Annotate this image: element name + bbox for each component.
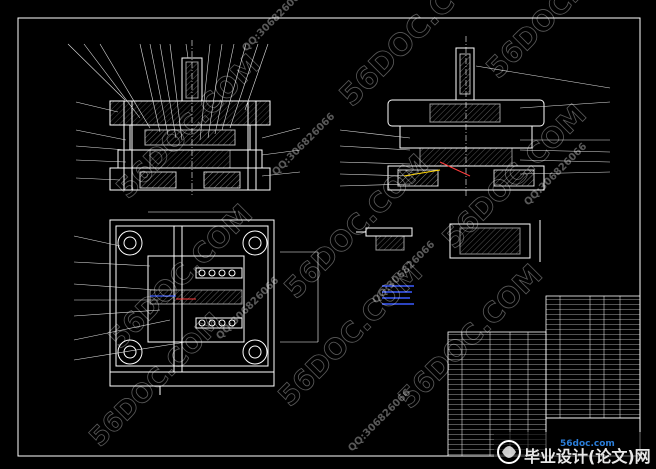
- logo-url: 56doc.com: [560, 439, 615, 449]
- logo-swirl-inner: [502, 446, 516, 458]
- logo-title: 毕业设计(论文)网: [524, 447, 651, 466]
- watermark-qq: QQ:306826066: [214, 275, 281, 342]
- watermark-domain: 56DOC.COM: [333, 0, 501, 114]
- plan-view-accents: [150, 295, 196, 300]
- logo-swirl-icon: [497, 440, 521, 464]
- watermark-qq: QQ:306826066: [270, 111, 337, 178]
- plan-view: [109, 211, 319, 395]
- watermark-qq: QQ:306826066: [346, 387, 413, 454]
- side-view-accents: [403, 161, 471, 177]
- plan-view-leaders: [73, 235, 187, 361]
- site-logo: 56doc.com 毕业设计(论文)网: [494, 432, 651, 466]
- drawing-border: [17, 17, 641, 457]
- detail-part-left: [356, 227, 413, 251]
- tech-notes-accent: [382, 285, 414, 305]
- parts-list-table: [447, 295, 641, 457]
- detail-part-right: [449, 220, 541, 262]
- front-view: [109, 40, 271, 195]
- watermark-domain: 56DOC.COM: [102, 198, 259, 355]
- side-view-leaders: [339, 65, 611, 187]
- front-view-leaders: [67, 43, 301, 181]
- watermark-qq: QQ:306826066: [240, 0, 307, 54]
- watermark-domain: 56DOC.COM: [480, 0, 637, 85]
